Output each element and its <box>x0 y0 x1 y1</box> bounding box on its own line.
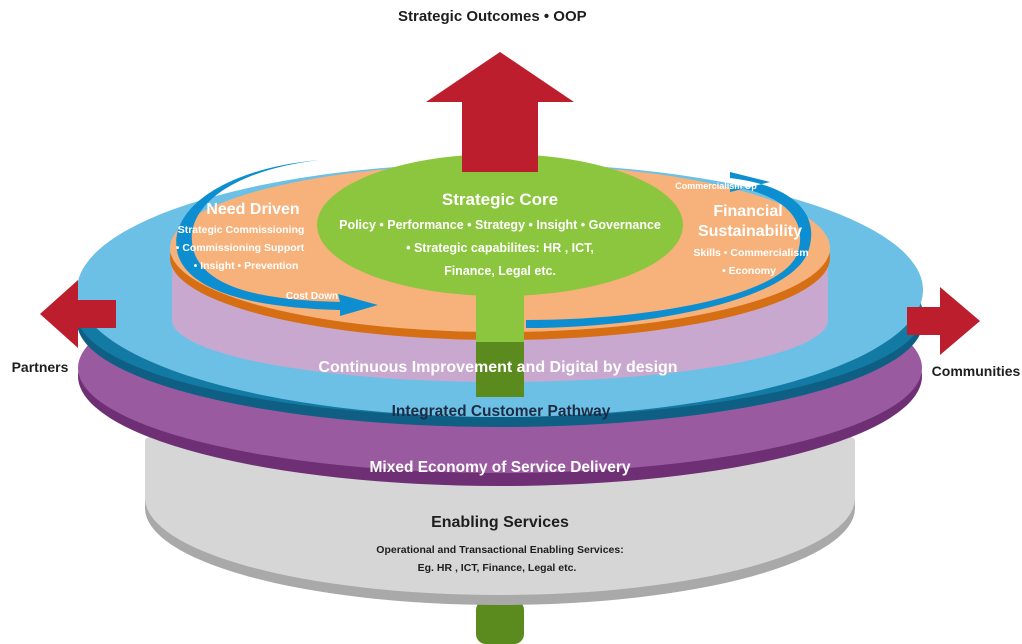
continuous-improvement-label: Continuous Improvement and Digital by de… <box>318 359 677 376</box>
flow-arrows <box>176 160 812 328</box>
need-driven-line-1: Strategic Commissioning <box>178 224 305 236</box>
strategic-core <box>317 154 683 296</box>
cost-down-arrow <box>176 160 378 316</box>
left-arrow <box>40 280 116 348</box>
need-driven-line-3: • Insight • Prevention <box>194 260 299 272</box>
need-driven-title: Need Driven <box>206 201 299 218</box>
right-arrow <box>907 287 980 355</box>
financial-title-2: Sustainability <box>698 223 802 240</box>
bottom-stem <box>476 600 524 644</box>
communities-label: Communities <box>932 363 1021 379</box>
core-title: Strategic Core <box>442 190 558 209</box>
enabling-services-line-1: Operational and Transactional Enabling S… <box>376 544 623 556</box>
financial-title-1: Financial <box>713 203 782 220</box>
need-driven-line-2: • Commissioning Support <box>176 242 305 254</box>
financial-line-2: • Economy <box>722 265 776 277</box>
strategic-outcomes-label: Strategic Outcomes • OOP <box>398 8 587 25</box>
core-line-1: Policy • Performance • Strategy • Insigh… <box>339 218 661 232</box>
core-line-2: • Strategic capabilites: HR , ICT, <box>406 241 594 255</box>
partners-label: Partners <box>12 359 69 375</box>
financial-line-1: Skills • Commercialism <box>693 247 808 259</box>
center-stem-lower <box>476 342 524 397</box>
enabling-services-line-2: Eg. HR , ICT, Finance, Legal etc. <box>418 562 577 574</box>
cost-down-label: Cost Down <box>286 291 338 302</box>
core-line-3: Finance, Legal etc. <box>444 264 556 278</box>
integrated-pathway-label: Integrated Customer Pathway <box>392 403 611 420</box>
mixed-economy-label: Mixed Economy of Service Delivery <box>369 459 630 476</box>
up-arrow <box>426 52 574 172</box>
commercialism-up-label: Commercialism Up <box>675 181 757 191</box>
enabling-services-title: Enabling Services <box>431 514 569 531</box>
